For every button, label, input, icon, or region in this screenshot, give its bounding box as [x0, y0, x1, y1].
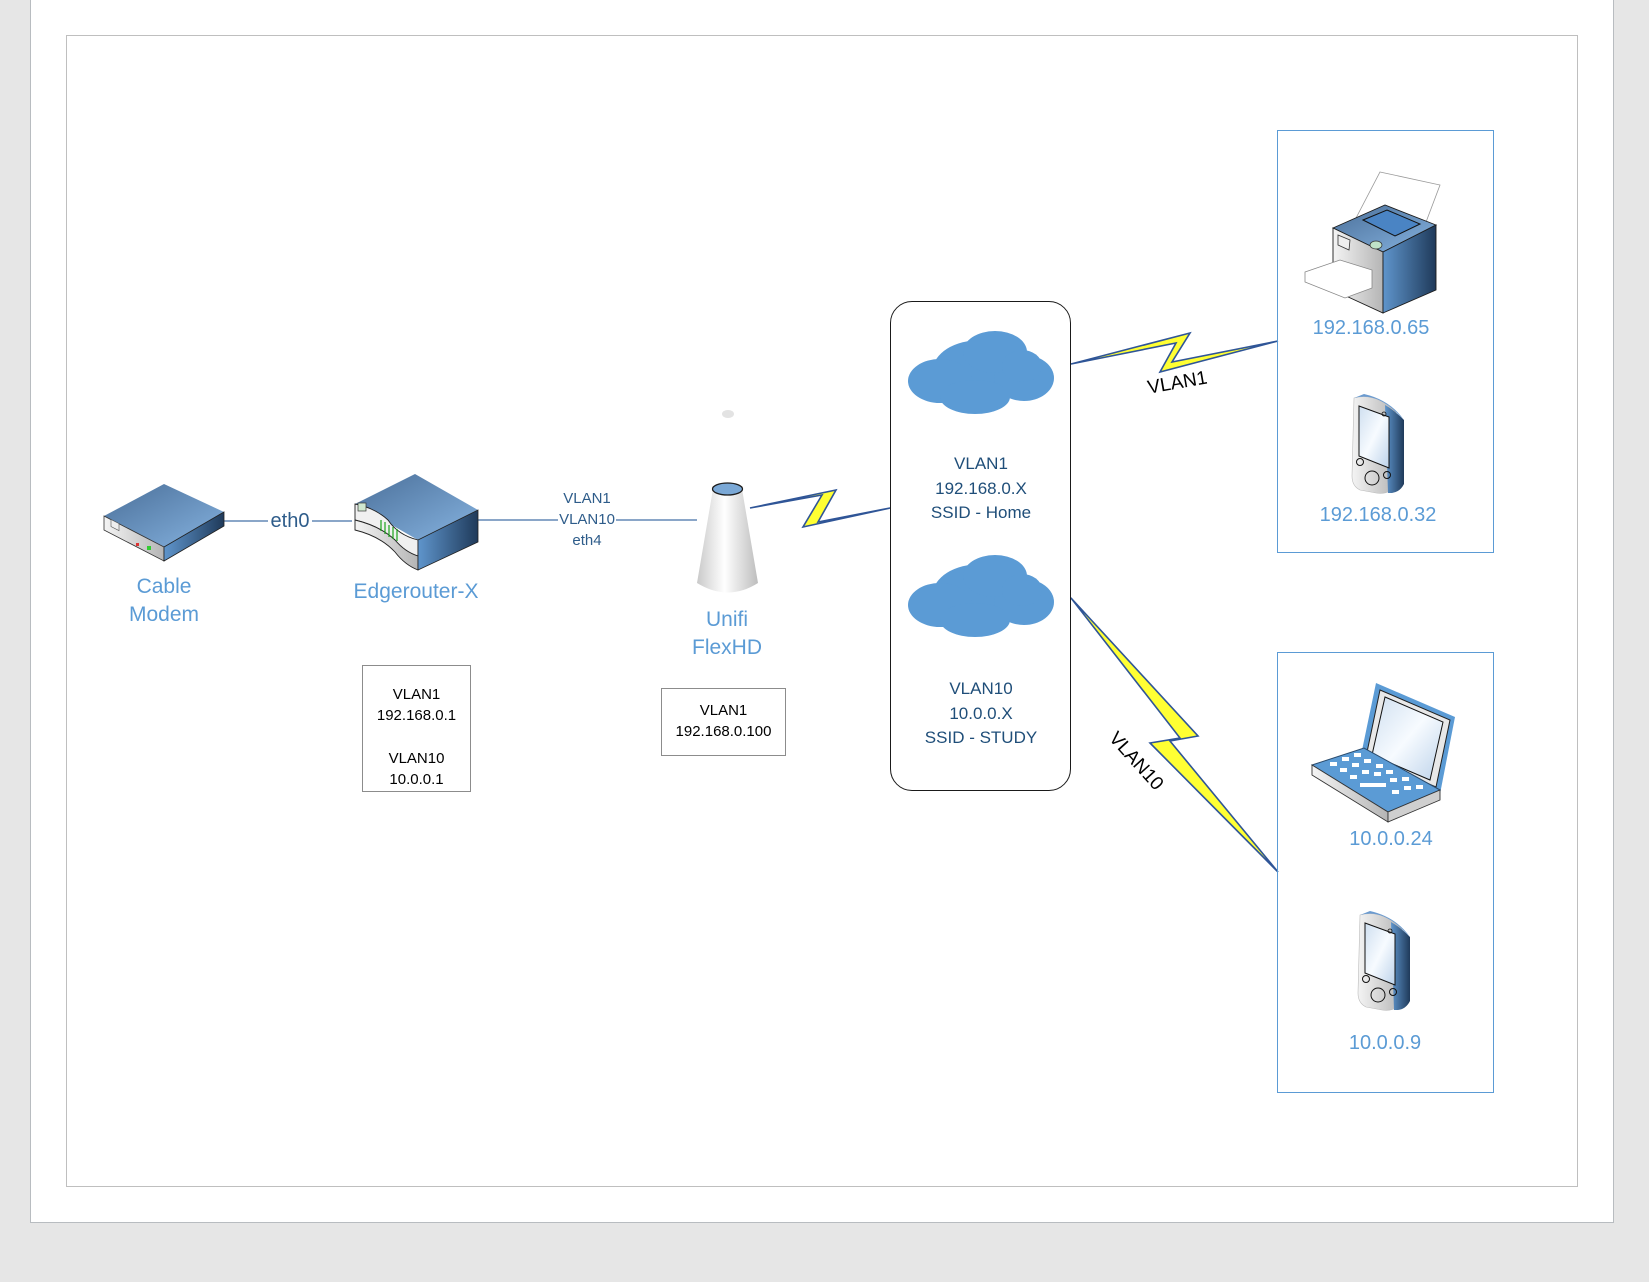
client-ip-pda-vlan1: 192.168.0.32	[1319, 504, 1437, 526]
router-vlan10-ip: 10.0.0.1	[389, 771, 444, 788]
router-label: Edgerouter-X	[353, 580, 479, 603]
ap-vlan1-label: VLAN1	[699, 702, 748, 719]
wireless-link-ap-ssid	[749, 488, 891, 529]
pda-icon	[1351, 394, 1404, 494]
printer-icon	[1304, 171, 1441, 314]
link-label-eth0: eth0	[270, 510, 310, 532]
cloud-icon	[908, 555, 1054, 637]
client-group-vlan10	[1277, 652, 1494, 1093]
access-point-icon	[697, 410, 758, 593]
cloud-icon	[908, 331, 1054, 414]
wireless-link-vlan1	[1070, 331, 1279, 374]
client-ip-printer: 192.168.0.65	[1312, 317, 1430, 339]
ssid-study-vlan: VLAN10	[949, 679, 1013, 698]
modem-label: Cable Modem	[129, 573, 199, 629]
router-vlan10-label: VLAN10	[388, 750, 445, 767]
ssid-container	[890, 301, 1071, 791]
ssid-study-info: VLAN10 10.0.0.X SSID - STUDY	[925, 677, 1037, 751]
access-point-info-box: VLAN1 192.168.0.100	[661, 688, 786, 756]
ap-vlan1-ip: 192.168.0.100	[675, 723, 772, 740]
ssid-study-name: SSID - STUDY	[924, 728, 1038, 747]
ssid-study-subnet: 10.0.0.X	[949, 703, 1013, 723]
ssid-home-info: VLAN1 192.168.0.X SSID - Home	[931, 452, 1031, 526]
access-point-label: Unifi FlexHD	[692, 606, 762, 662]
ssid-home-vlan: VLAN1	[954, 454, 1008, 473]
link-label-vlan10: VLAN10	[559, 511, 615, 528]
laptop-icon	[1310, 683, 1455, 823]
router-vlan1-label: VLAN1	[392, 686, 441, 703]
modem-label-line2: Modem	[128, 603, 200, 626]
diagram-frame	[66, 35, 1578, 1187]
ap-label-line1: Unifi	[705, 608, 749, 631]
client-ip-laptop: 10.0.0.24	[1349, 828, 1433, 850]
client-ip-pda-vlan10: 10.0.0.9	[1348, 1032, 1422, 1054]
ap-label-line2: FlexHD	[691, 636, 763, 659]
drawing-page	[30, 0, 1614, 1223]
modem-icon	[103, 484, 225, 562]
client-group-vlan1	[1277, 130, 1494, 553]
modem-label-line1: Cable	[136, 575, 192, 598]
link-label-router-ap: VLAN1 VLAN10 eth4	[559, 488, 615, 551]
link-label-vlan1: VLAN1	[563, 490, 611, 507]
router-vlan1-ip: 192.168.0.1	[376, 707, 457, 724]
router-icon	[354, 474, 479, 571]
wireless-link-vlan10	[1070, 597, 1279, 873]
ssid-home-name: SSID - Home	[930, 503, 1032, 522]
router-info-box: VLAN1 192.168.0.1 VLAN10 10.0.0.1	[362, 665, 471, 792]
pda-icon	[1357, 911, 1410, 1011]
ssid-home-subnet: 192.168.0.X	[935, 478, 1027, 498]
link-label-eth4: eth4	[572, 532, 602, 549]
